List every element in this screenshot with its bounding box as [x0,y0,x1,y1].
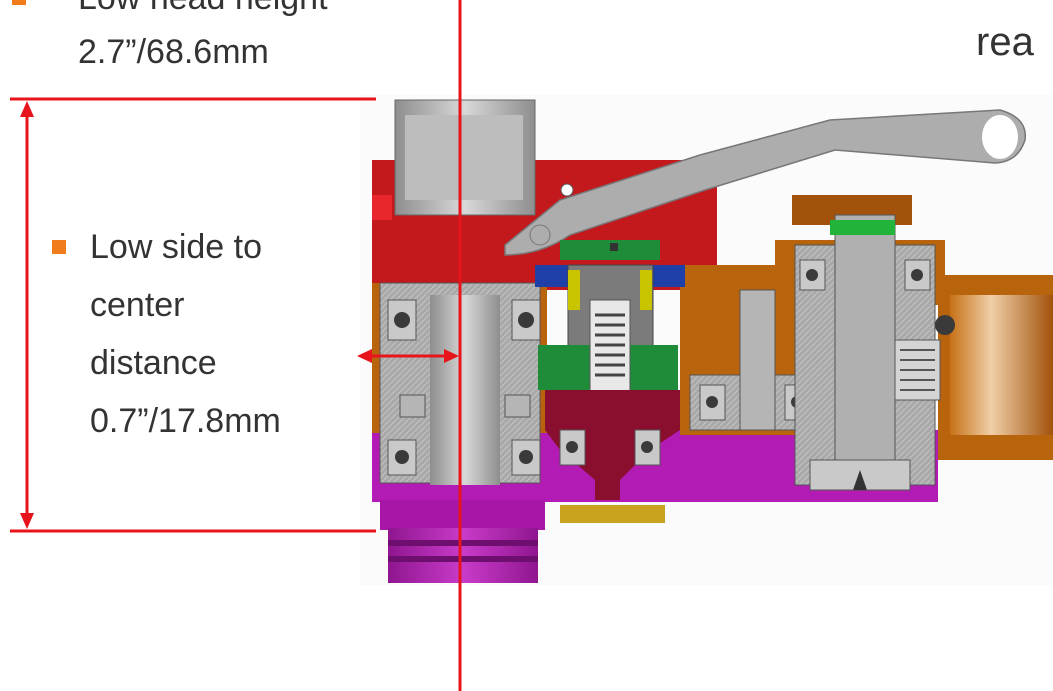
side-distance-line-4: 0.7”/17.8mm [90,402,281,440]
bullet-marker-head-height [12,0,26,5]
side-distance-line-1: Low side to [90,228,262,266]
head-height-value: 2.7”/68.6mm [78,33,269,71]
check-valve-assembly [535,240,685,523]
dimension-arrowheads [20,101,459,529]
right-cartridge [689,214,955,491]
side-distance-line-2: center [90,286,185,324]
lever-handle [504,109,1027,256]
corner-text: rea [976,20,1034,64]
side-distance-line-3: distance [90,344,217,382]
bullet-marker-side-distance [52,240,66,254]
head-height-title: Low head height [78,0,328,19]
dimension-lines [10,0,462,691]
